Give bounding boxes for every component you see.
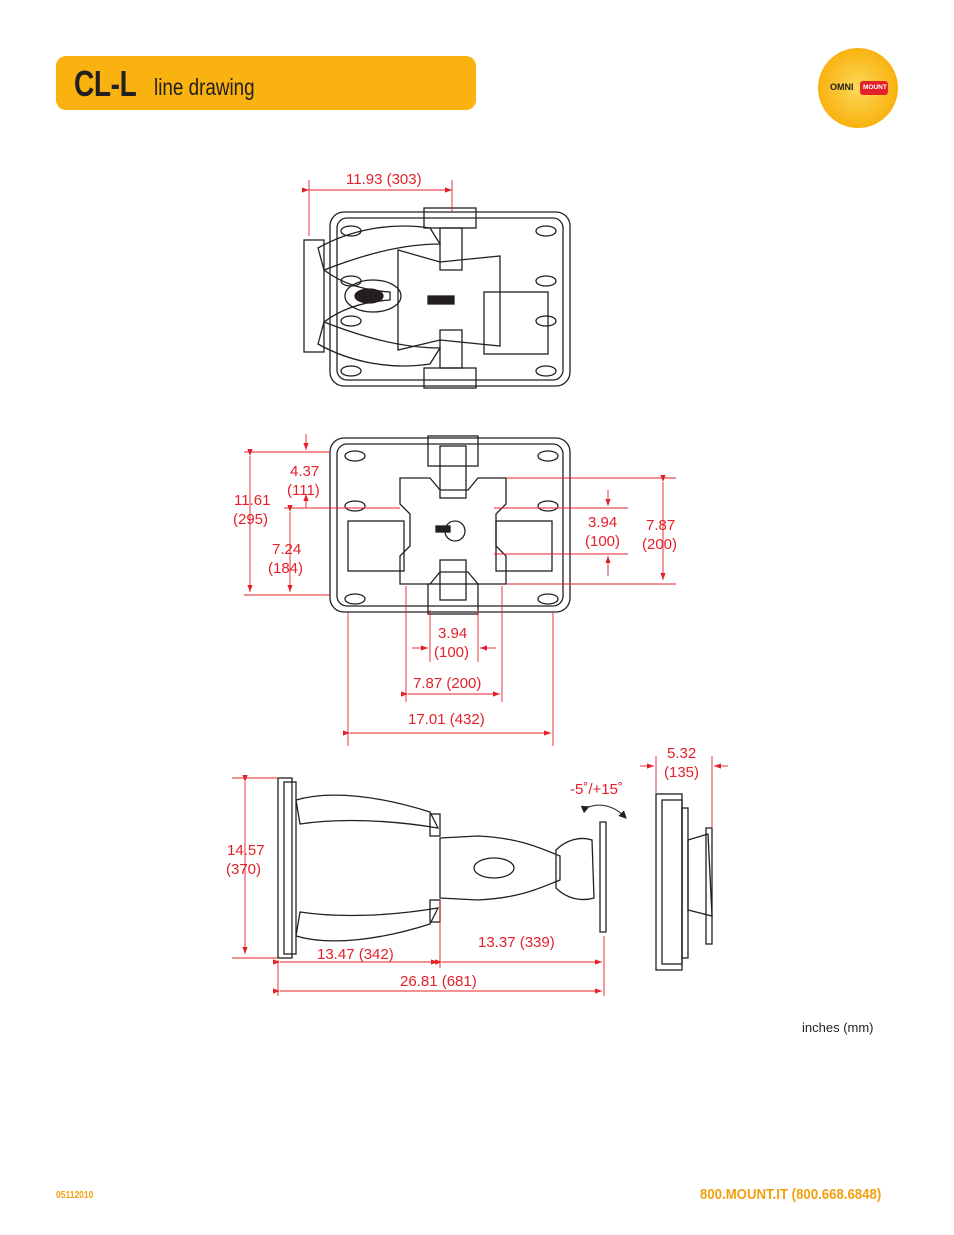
dim-plate-width: 17.01 (432)	[408, 711, 485, 728]
phone-number: 800.MOUNT.IT (800.668.6848)	[700, 1186, 882, 1203]
dim-side-height-mm: (370)	[226, 861, 261, 878]
dim-vesa-horizontal-small: 3.94	[438, 625, 467, 642]
dim-vesa-vertical-large: 7.87	[646, 517, 675, 534]
dim-profile-depth: 5.32	[667, 745, 696, 762]
header-banner: CL-L line drawing	[56, 56, 476, 110]
dim-lower-height-mm: (184)	[268, 560, 303, 577]
dim-height-to-holes: 4.37	[290, 463, 319, 480]
dim-top-depth: 11.93 (303)	[346, 171, 422, 188]
dim-vesa-vertical-small: 3.94	[588, 514, 617, 531]
header-subtitle: line drawing	[154, 74, 255, 100]
front-view	[329, 435, 571, 615]
dim-vesa-vertical-large-mm: (200)	[642, 536, 677, 553]
document-number: 05112010	[56, 1190, 94, 1201]
dim-side-height: 14.57	[227, 842, 265, 859]
top-view	[303, 207, 571, 389]
dim-tilt-range: -5˚/+15˚	[570, 781, 623, 798]
dim-profile-depth-mm: (135)	[664, 764, 699, 781]
dim-total-extension: 26.81 (681)	[400, 973, 477, 990]
dim-arm-reach: 13.37 (339)	[478, 934, 555, 951]
dim-vesa-vertical-small-mm: (100)	[585, 533, 620, 550]
dim-lower-height: 7.24	[272, 541, 301, 558]
dim-height-to-holes-mm: (111)	[287, 482, 320, 499]
dim-total-height: 11.61	[234, 492, 270, 509]
logo-brand-right: MOUNT	[863, 84, 887, 91]
profile-view	[655, 793, 713, 971]
logo-brand-left: OMNI	[830, 82, 854, 92]
side-view	[277, 777, 607, 959]
dim-arm-collapsed: 13.47 (342)	[317, 946, 394, 963]
dim-vesa-horizontal-large: 7.87 (200)	[413, 675, 481, 692]
model-title: CL-L	[74, 63, 137, 104]
dim-vesa-horizontal-small-mm: (100)	[434, 644, 469, 661]
dim-total-height-mm: (295)	[233, 511, 268, 528]
omnimount-logo-icon: OMNI MOUNT	[818, 48, 898, 128]
units-note: inches (mm)	[802, 1020, 874, 1035]
